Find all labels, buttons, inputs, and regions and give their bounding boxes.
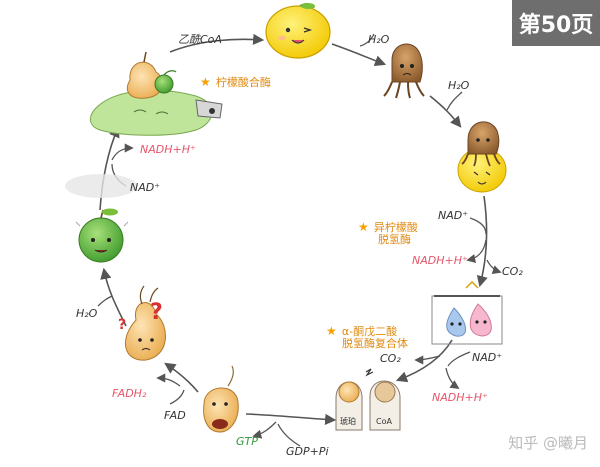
label-co2-right: CO₂ bbox=[502, 265, 523, 278]
label-nad-bottom: NAD⁺ bbox=[472, 351, 503, 364]
arrow-fumarate-to-malate bbox=[100, 267, 127, 327]
label-isocitrate-dh-line2: 脱氢酶 bbox=[378, 233, 411, 246]
label-nad-left: NAD⁺ bbox=[130, 181, 161, 194]
arrow-cisaconitate-to-isocitrate bbox=[429, 95, 462, 128]
label-gdp-pi: GDP+Pi bbox=[286, 445, 329, 458]
star-icon: ★ bbox=[358, 220, 369, 234]
arrow-malate-to-oxaloacetate bbox=[99, 125, 120, 211]
side-arrows bbox=[97, 33, 502, 447]
arrow-gtp bbox=[252, 421, 277, 439]
arrow-akg-to-succinylcoa bbox=[395, 339, 453, 383]
succinate-illustration bbox=[203, 365, 239, 433]
fumarate-illustration bbox=[125, 285, 166, 361]
arrow-oxaloacetate-to-citrate bbox=[169, 33, 265, 53]
label-akgdh-line2: 脱氢酶复合体 bbox=[342, 337, 408, 350]
akgdh-label: ★ α-酮戊二酸 bbox=[326, 322, 397, 338]
isocitrate-dh-label: ★ 异柠檬酸 bbox=[358, 218, 418, 234]
arrow-co2-bottom bbox=[414, 355, 441, 365]
label-co2-bottom: CO₂ bbox=[380, 352, 401, 365]
star-icon: ★ bbox=[200, 75, 211, 89]
cis-aconitate-illustration bbox=[383, 43, 425, 99]
arrow-nad-right bbox=[469, 217, 487, 235]
alpha-ketoglutarate-illustration bbox=[431, 281, 503, 345]
cycle-arrows bbox=[99, 33, 488, 425]
citrate-synthase-label: ★ 柠檬酸合酶 bbox=[200, 73, 271, 89]
label-isocitrate-dh-line1: 异柠檬酸 bbox=[373, 221, 418, 234]
arrow-h2o-left bbox=[97, 295, 113, 307]
isocitrate-illustration bbox=[457, 121, 507, 193]
malate-illustration bbox=[65, 174, 137, 263]
label-gtp: GTP bbox=[236, 435, 258, 448]
arrow-fad bbox=[169, 389, 185, 405]
label-nadh-bottom: NADH+H⁺ bbox=[432, 391, 488, 404]
arrow-h2o-right bbox=[446, 91, 463, 111]
label-nadh-right: NADH+H⁺ bbox=[412, 254, 468, 267]
arrow-nadh-right bbox=[466, 239, 487, 264]
label-h2o-top: H₂O bbox=[368, 33, 390, 46]
arrow-nadh-bottom bbox=[445, 367, 460, 390]
arrow-gdp bbox=[277, 423, 301, 447]
label-succinyl-text: 琥珀 bbox=[340, 417, 356, 426]
arrow-succinylcoa-to-succinate bbox=[245, 413, 337, 425]
label-akgdh-line1: α-酮戊二酸 bbox=[341, 325, 398, 338]
arrow-nadh-left bbox=[111, 143, 134, 161]
citrate-illustration bbox=[265, 3, 331, 59]
label-coa-text: CoA bbox=[376, 417, 392, 426]
watermark: 知乎 @曦月 bbox=[508, 434, 588, 452]
label-nadh-left: NADH+H⁺ bbox=[140, 143, 196, 156]
succinyl-coa-illustration bbox=[335, 368, 401, 431]
arrow-citrate-to-cisaconitate bbox=[331, 43, 387, 67]
label-h2o-right: H₂O bbox=[448, 79, 470, 92]
arrow-succinate-to-fumarate bbox=[164, 362, 199, 393]
arrow-fadh2 bbox=[156, 373, 181, 387]
arrow-nad-bottom bbox=[447, 351, 471, 367]
question-mark-small: ? bbox=[118, 317, 127, 333]
label-nad-right: NAD⁺ bbox=[438, 209, 469, 222]
oxaloacetate-illustration bbox=[90, 51, 223, 136]
arrow-co2-right bbox=[486, 259, 502, 275]
label-citrate-synthase: 柠檬酸合酶 bbox=[215, 76, 271, 89]
label-fadh2: FADH₂ bbox=[112, 387, 147, 400]
label-fad: FAD bbox=[164, 409, 186, 422]
page-number-badge: 第50页 bbox=[512, 0, 600, 46]
label-h2o-left: H₂O bbox=[76, 307, 98, 320]
star-icon: ★ bbox=[326, 324, 337, 338]
question-mark-large: ? bbox=[150, 300, 163, 325]
arrow-h2o-top bbox=[359, 33, 375, 47]
label-acetyl-coa: 乙酰CoA bbox=[178, 33, 222, 46]
